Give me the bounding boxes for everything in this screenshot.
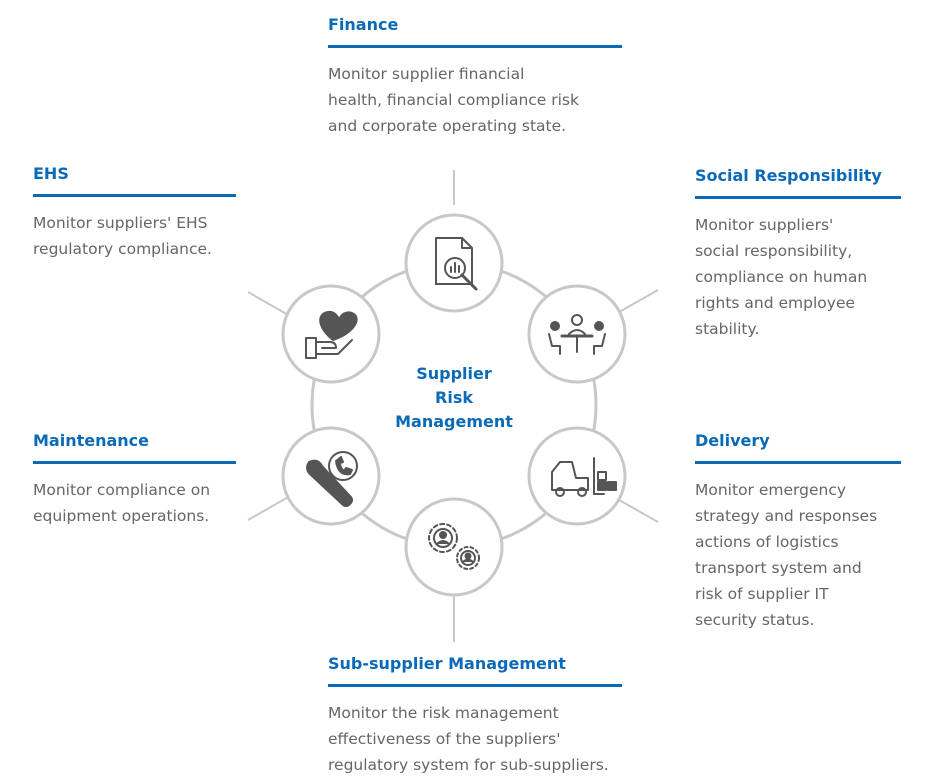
delivery-desc-line: transport system and	[695, 559, 862, 577]
gear-people-icon	[428, 523, 480, 570]
social-desc-line: stability.	[695, 320, 760, 338]
wrench-phone-icon	[306, 451, 358, 507]
finance-desc-line: health, financial compliance risk	[328, 91, 579, 109]
people-meeting-icon	[548, 314, 606, 355]
maintenance-block: Maintenance Monitor compliance on equipm…	[33, 431, 236, 529]
maintenance-description: Monitor compliance on equipment operatio…	[33, 477, 236, 529]
delivery-desc-line: actions of logistics	[695, 533, 839, 551]
delivery-description: Monitor emergency strategy and responses…	[695, 477, 901, 633]
finance-block: Finance Monitor supplier financial healt…	[328, 15, 622, 139]
subsupplier-desc-line: regulatory system for sub-suppliers.	[328, 756, 609, 774]
social-desc-line: rights and employee	[695, 294, 856, 312]
center-title-line3: Management	[395, 412, 513, 431]
subsupplier-description: Monitor the risk management effectivenes…	[328, 700, 622, 778]
social-description: Monitor suppliers' social responsibility…	[695, 212, 901, 342]
center-title-line2: Risk	[435, 388, 473, 407]
social-desc-line: compliance on human	[695, 268, 868, 286]
center-title-line1: Supplier	[416, 364, 492, 383]
delivery-desc-line: strategy and responses	[695, 507, 878, 525]
maintenance-title: Maintenance	[33, 431, 236, 464]
ehs-description: Monitor suppliers' EHS regulatory compli…	[33, 210, 236, 262]
delivery-desc-line: security status.	[695, 611, 815, 629]
subsupplier-desc-line: effectiveness of the suppliers'	[328, 730, 561, 748]
delivery-desc-line: risk of supplier IT	[695, 585, 829, 603]
document-analytics-icon	[435, 237, 478, 291]
connector-maintenance	[247, 495, 291, 521]
social-desc-line: social responsibility,	[695, 242, 853, 260]
forklift-icon	[551, 457, 617, 497]
delivery-desc-line: Monitor emergency	[695, 481, 847, 499]
finance-desc-line: and corporate operating state.	[328, 117, 567, 135]
ehs-desc-line: Monitor suppliers' EHS	[33, 214, 208, 232]
ehs-title: EHS	[33, 164, 236, 197]
ehs-block: EHS Monitor suppliers' EHS regulatory co…	[33, 164, 236, 262]
hand-heart-icon	[305, 310, 358, 359]
ehs-desc-line: regulatory compliance.	[33, 240, 212, 258]
subsupplier-desc-line: Monitor the risk management	[328, 704, 559, 722]
social-desc-line: Monitor suppliers'	[695, 216, 834, 234]
center-title: Supplier Risk Management	[384, 362, 524, 434]
connector-ehs	[247, 291, 291, 317]
maintenance-desc-line: Monitor compliance on	[33, 481, 211, 499]
delivery-block: Delivery Monitor emergency strategy and …	[695, 431, 901, 633]
node-social	[527, 284, 627, 384]
subsupplier-block: Sub-supplier Management Monitor the risk…	[328, 654, 622, 778]
node-delivery	[527, 426, 627, 526]
finance-desc-line: Monitor supplier financial	[328, 65, 525, 83]
social-block: Social Responsibility Monitor suppliers'…	[695, 166, 901, 342]
finance-description: Monitor supplier financial health, finan…	[328, 61, 622, 139]
delivery-title: Delivery	[695, 431, 901, 464]
maintenance-desc-line: equipment operations.	[33, 507, 210, 525]
finance-title: Finance	[328, 15, 622, 48]
subsupplier-title: Sub-supplier Management	[328, 654, 622, 687]
social-title: Social Responsibility	[695, 166, 901, 199]
